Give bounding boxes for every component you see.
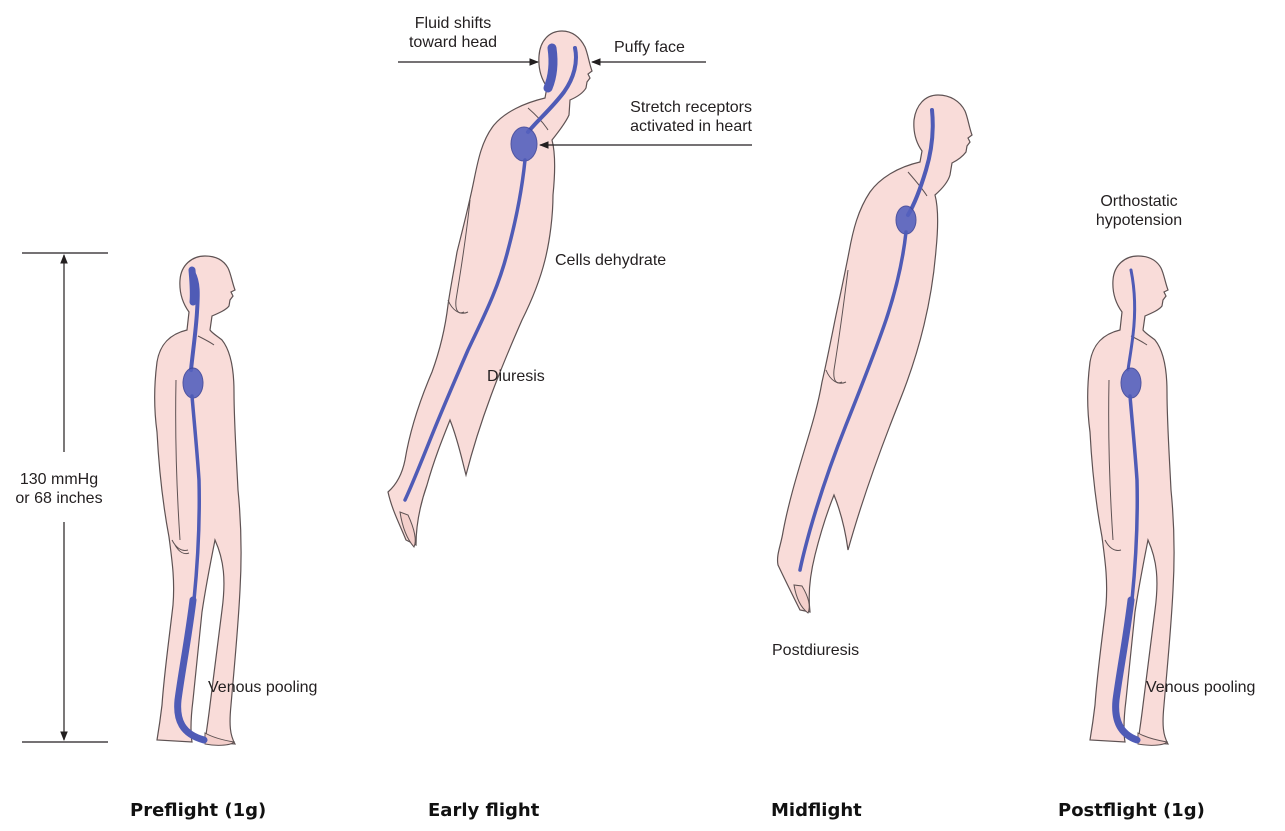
label-stretch-receptors-line-2: activated in heart <box>592 117 752 136</box>
heart-preflight <box>183 368 203 398</box>
caption-preflight: Preflight (1g) <box>130 800 266 821</box>
heart-early-flight <box>511 127 537 161</box>
label-orthostatic-hypotension: Orthostatic hypotension <box>1078 192 1200 230</box>
label-stretch-receptors-line-1: Stretch receptors <box>592 98 752 117</box>
head-vessel-preflight <box>192 270 193 302</box>
caption-postflight: Postflight (1g) <box>1058 800 1205 821</box>
label-cells-dehydrate: Cells dehydrate <box>555 251 666 270</box>
figure-early-flight <box>388 31 592 547</box>
caption-midflight: Midflight <box>771 800 862 821</box>
label-orthostatic-line-2: hypotension <box>1078 211 1200 230</box>
label-stretch-receptors: Stretch receptors activated in heart <box>592 98 752 136</box>
label-orthostatic-line-1: Orthostatic <box>1078 192 1200 211</box>
label-postdiuresis: Postdiuresis <box>772 641 859 660</box>
label-fluid-shifts-line-2: toward head <box>388 33 518 52</box>
label-venous-pooling-preflight: Venous pooling <box>208 678 317 697</box>
label-fluid-shifts-line-1: Fluid shifts <box>388 14 518 33</box>
label-venous-pooling-postflight: Venous pooling <box>1146 678 1255 697</box>
head-vessel-early-flight <box>548 48 553 88</box>
caption-early-flight: Early flight <box>428 800 539 821</box>
label-diuresis: Diuresis <box>487 367 545 386</box>
measurement-line-1: 130 mmHg <box>4 470 114 489</box>
heart-midflight <box>896 206 916 234</box>
measurement-label: 130 mmHg or 68 inches <box>4 470 114 508</box>
label-fluid-shifts: Fluid shifts toward head <box>388 14 518 52</box>
figure-midflight <box>778 95 972 613</box>
figure-postflight <box>1088 256 1174 745</box>
figure-preflight <box>155 256 241 745</box>
measurement-line-2: or 68 inches <box>4 489 114 508</box>
body-outline-postflight <box>1088 256 1174 744</box>
heart-postflight <box>1121 368 1141 398</box>
label-puffy-face: Puffy face <box>614 38 685 57</box>
